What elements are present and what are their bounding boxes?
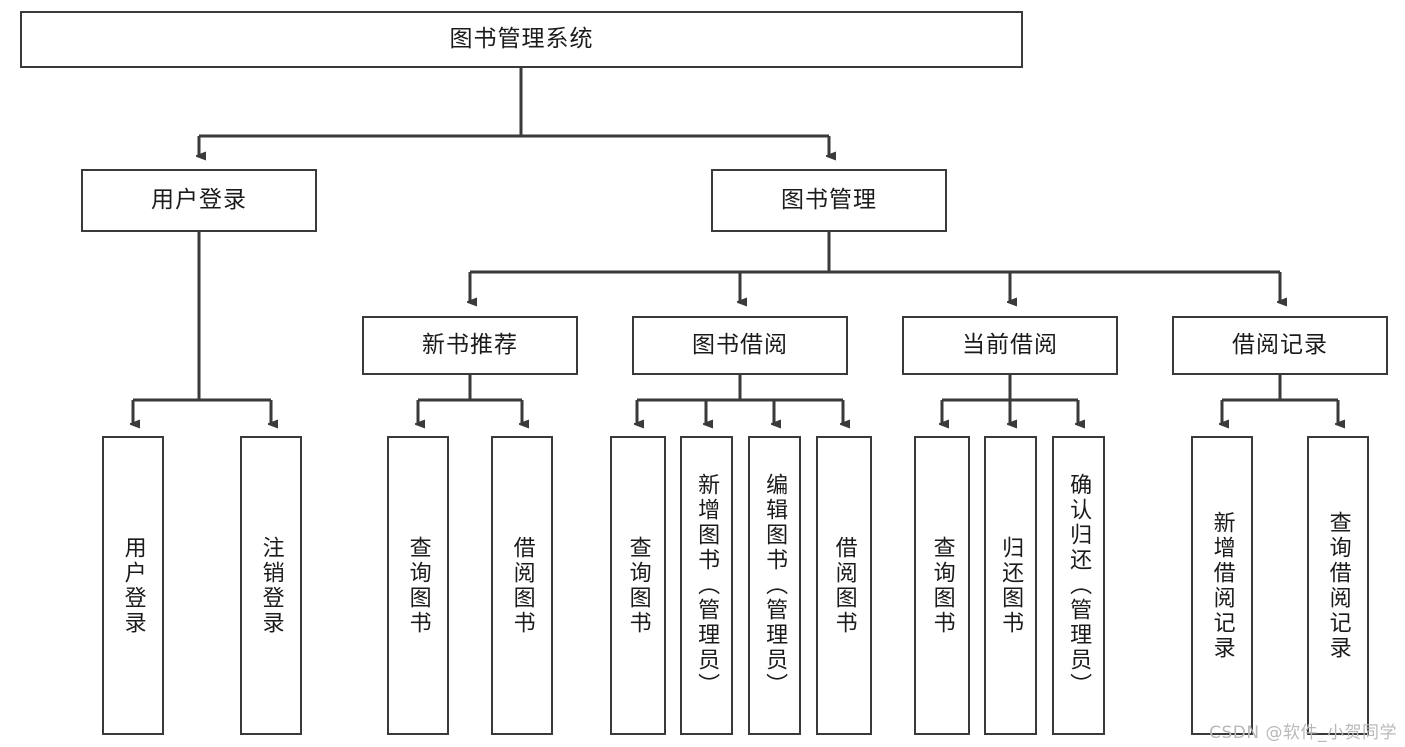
node-label: 借阅记录: [1232, 331, 1328, 358]
leaf-user-login-logout[interactable]: 注销登录: [240, 436, 302, 735]
node-label: 查询图书: [929, 535, 955, 636]
node-label: 查询图书: [625, 535, 651, 636]
node-label: 归还图书: [998, 535, 1024, 636]
leaf-book-borrow-borrow-book[interactable]: 借阅图书: [816, 436, 872, 735]
node-label: 用户登录: [120, 535, 146, 636]
node-root-book-management-system[interactable]: 图书管理系统: [20, 11, 1023, 68]
node-borrow-record[interactable]: 借阅记录: [1172, 316, 1388, 375]
leaf-user-login-login[interactable]: 用户登录: [102, 436, 164, 735]
leaf-current-borrow-return-book[interactable]: 归还图书: [984, 436, 1037, 735]
node-current-borrow[interactable]: 当前借阅: [902, 316, 1118, 375]
node-new-book-recommend[interactable]: 新书推荐: [362, 316, 578, 375]
leaf-current-borrow-confirm-return-admin[interactable]: 确认归还（管理员）: [1052, 436, 1105, 735]
node-book-borrow[interactable]: 图书借阅: [632, 316, 848, 375]
node-label: 借阅图书: [509, 535, 535, 636]
leaf-new-book-query-book[interactable]: 查询图书: [387, 436, 449, 735]
node-label: 借阅图书: [831, 535, 857, 636]
leaf-new-book-borrow-book[interactable]: 借阅图书: [491, 436, 553, 735]
leaf-book-borrow-edit-book-admin[interactable]: 编辑图书（管理员）: [748, 436, 801, 735]
leaf-current-borrow-query-book[interactable]: 查询图书: [914, 436, 970, 735]
node-label: 确认归还（管理员）: [1066, 473, 1092, 698]
node-label: 查询图书: [405, 535, 431, 636]
node-label: 当前借阅: [962, 331, 1058, 358]
node-label: 新书推荐: [422, 331, 518, 358]
node-label: 图书管理: [781, 186, 877, 213]
node-label: 编辑图书（管理员）: [762, 473, 788, 698]
leaf-borrow-record-query-record[interactable]: 查询借阅记录: [1307, 436, 1369, 735]
node-user-login[interactable]: 用户登录: [81, 169, 317, 232]
node-label: 图书借阅: [692, 331, 788, 358]
node-label: 注销登录: [258, 535, 284, 636]
node-label: 新增图书（管理员）: [694, 473, 720, 698]
node-label: 查询借阅记录: [1325, 510, 1351, 661]
node-book-management[interactable]: 图书管理: [711, 169, 947, 232]
node-label: 新增借阅记录: [1209, 510, 1235, 661]
node-label: 用户登录: [151, 186, 247, 213]
leaf-book-borrow-add-book-admin[interactable]: 新增图书（管理员）: [680, 436, 733, 735]
leaf-book-borrow-query-book[interactable]: 查询图书: [610, 436, 666, 735]
csdn-watermark: CSDN @软件_小贺同学: [1209, 723, 1397, 743]
leaf-borrow-record-add-record[interactable]: 新增借阅记录: [1191, 436, 1253, 735]
node-label: 图书管理系统: [449, 25, 594, 52]
